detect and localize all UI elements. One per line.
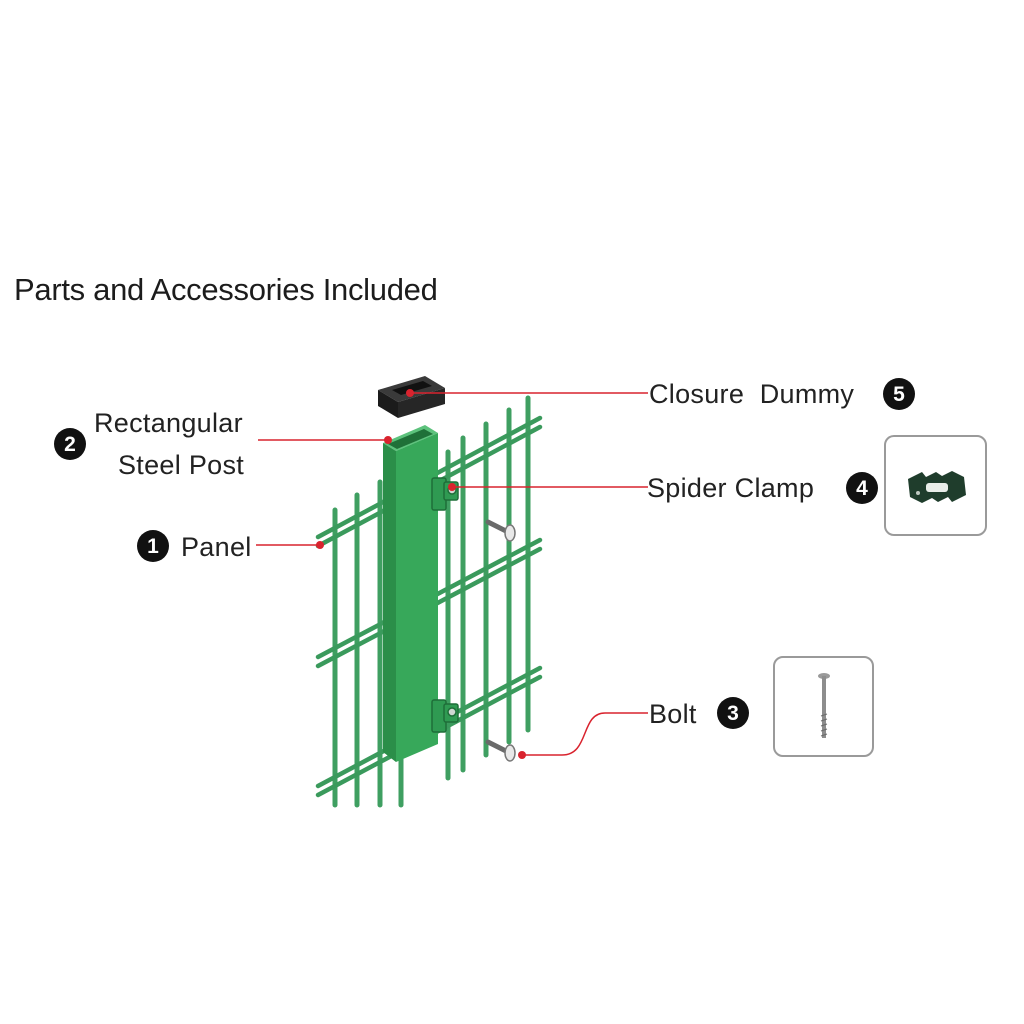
part-label-post-line2: Steel Post xyxy=(118,450,245,480)
spider-clamp-lower xyxy=(431,699,459,733)
bolt-lower xyxy=(485,739,516,762)
part-label-panel: Panel xyxy=(181,532,252,562)
spider-clamp-upper xyxy=(431,477,459,511)
steel-post xyxy=(383,425,438,762)
part-number-badge-5: 5 xyxy=(883,378,915,410)
bolt-icon xyxy=(818,673,830,738)
leader-dots xyxy=(316,389,526,759)
part-label-bolt: Bolt xyxy=(649,699,697,729)
page-title: Parts and Accessories Included xyxy=(14,272,438,307)
part-label-spider-clamp: Spider Clamp xyxy=(647,473,815,503)
part-number-badge-4: 4 xyxy=(846,472,878,504)
part-label-post-line1: Rectangular xyxy=(94,408,243,438)
bolt-upper xyxy=(485,519,516,542)
bolt-thumbnail xyxy=(773,656,874,757)
spider-clamp-thumbnail xyxy=(884,435,987,536)
leader-lines xyxy=(256,392,648,756)
closure-dummy xyxy=(378,376,445,418)
part-number-badge-2: 2 xyxy=(54,428,86,460)
part-number-badge-3: 3 xyxy=(717,697,749,729)
spider-clamp-icon xyxy=(908,471,966,503)
part-label-closure-dummy: Closure Dummy xyxy=(649,379,855,409)
part-number-badge-1: 1 xyxy=(137,530,169,562)
